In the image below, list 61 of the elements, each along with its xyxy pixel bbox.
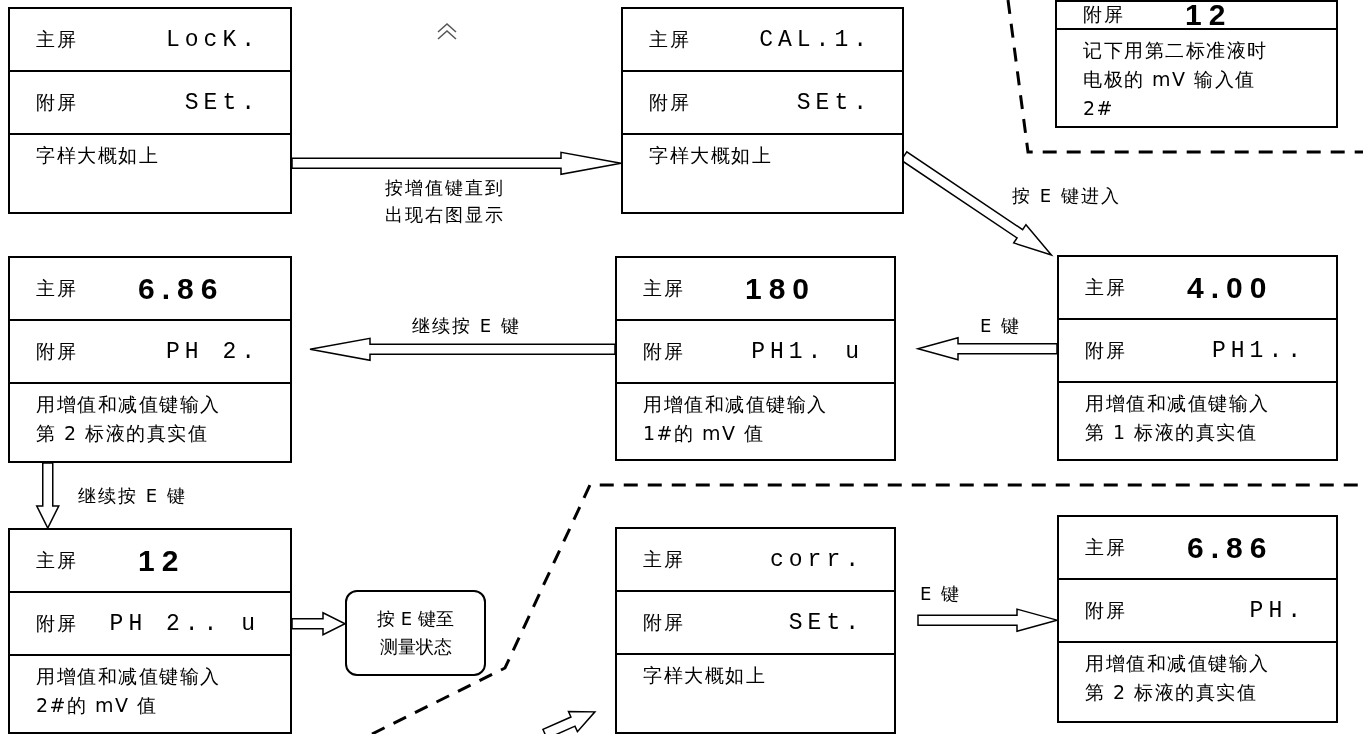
display-label: 附屏 bbox=[643, 338, 685, 364]
display-panel bbox=[615, 527, 896, 734]
description-text: 用增值和减值键输入第 1 标液的真实值 bbox=[1085, 391, 1271, 445]
segment-readout: SEt. bbox=[788, 609, 864, 636]
display-label: 附屏 bbox=[36, 610, 78, 636]
numeric-readout: 4.00 bbox=[1187, 270, 1274, 305]
segment-readout: CAL.1. bbox=[759, 26, 872, 53]
description-text: 记下用第二标准液时电极的 mV 输入值 2# bbox=[1083, 38, 1269, 121]
display-panel bbox=[1057, 255, 1338, 461]
segment-readout: corr. bbox=[770, 546, 864, 573]
segment-readout: PH1.. bbox=[1212, 337, 1306, 364]
numeric-readout: 12 bbox=[138, 543, 186, 578]
display-label: 主屏 bbox=[36, 275, 78, 301]
numeric-readout: 12 bbox=[1185, 0, 1233, 32]
segment-readout: SEt. bbox=[796, 89, 872, 116]
display-label: 主屏 bbox=[649, 26, 691, 52]
description-text: 用增值和减值键输入1#的 mV 值 bbox=[643, 392, 829, 446]
block-arrow bbox=[917, 608, 1060, 633]
description-text: 用增值和减值键输入2#的 mV 值 bbox=[36, 664, 222, 718]
segment-readout: LocK. bbox=[166, 26, 260, 53]
display-label: 主屏 bbox=[36, 26, 78, 52]
display-panel bbox=[621, 7, 904, 214]
description-text: 字样大概如上 bbox=[649, 143, 773, 168]
display-label: 附屏 bbox=[643, 609, 685, 635]
segment-readout: PH 2.. u bbox=[109, 610, 260, 637]
block-arrow bbox=[35, 462, 60, 530]
block-arrow bbox=[915, 336, 1058, 361]
display-label: 主屏 bbox=[36, 547, 78, 573]
display-label: 附屏 bbox=[1085, 337, 1127, 363]
instruction-box bbox=[345, 590, 486, 676]
display-label: 主屏 bbox=[1085, 534, 1127, 560]
display-panel bbox=[615, 256, 896, 461]
display-label: 主屏 bbox=[1085, 274, 1127, 300]
description-text: 用增值和减值键输入第 2 标液的真实值 bbox=[1085, 651, 1271, 705]
display-label: 附屏 bbox=[36, 338, 78, 364]
description-text: 字样大概如上 bbox=[36, 143, 160, 168]
numeric-readout: 6.86 bbox=[138, 271, 225, 306]
display-panel bbox=[8, 528, 292, 734]
display-label: 附屏 bbox=[36, 89, 78, 115]
block-arrow bbox=[291, 611, 347, 636]
display-label: 附屏 bbox=[1083, 2, 1125, 27]
display-panel bbox=[8, 7, 292, 214]
description-text: 字样大概如上 bbox=[643, 663, 767, 688]
block-arrow bbox=[291, 151, 622, 176]
display-panel bbox=[8, 256, 292, 463]
block-arrow bbox=[309, 337, 616, 362]
segment-readout: PH1. u bbox=[751, 338, 864, 365]
display-label: 主屏 bbox=[643, 546, 685, 572]
segment-readout: PH 2. bbox=[166, 338, 260, 365]
display-panel bbox=[1057, 515, 1338, 723]
numeric-readout: 180 bbox=[745, 271, 817, 306]
segment-readout: PH. bbox=[1249, 597, 1306, 624]
block-arrow bbox=[541, 710, 597, 734]
segment-readout: SEt. bbox=[184, 89, 260, 116]
display-label: 主屏 bbox=[643, 275, 685, 301]
numeric-readout: 6.86 bbox=[1187, 530, 1274, 565]
display-label: 附屏 bbox=[649, 89, 691, 115]
display-label: 附屏 bbox=[1085, 597, 1127, 623]
description-text: 用增值和减值键输入第 2 标液的真实值 bbox=[36, 392, 222, 446]
instruction-text: 按 E 键至测量状态 bbox=[376, 607, 455, 659]
display-panel bbox=[1055, 0, 1338, 128]
